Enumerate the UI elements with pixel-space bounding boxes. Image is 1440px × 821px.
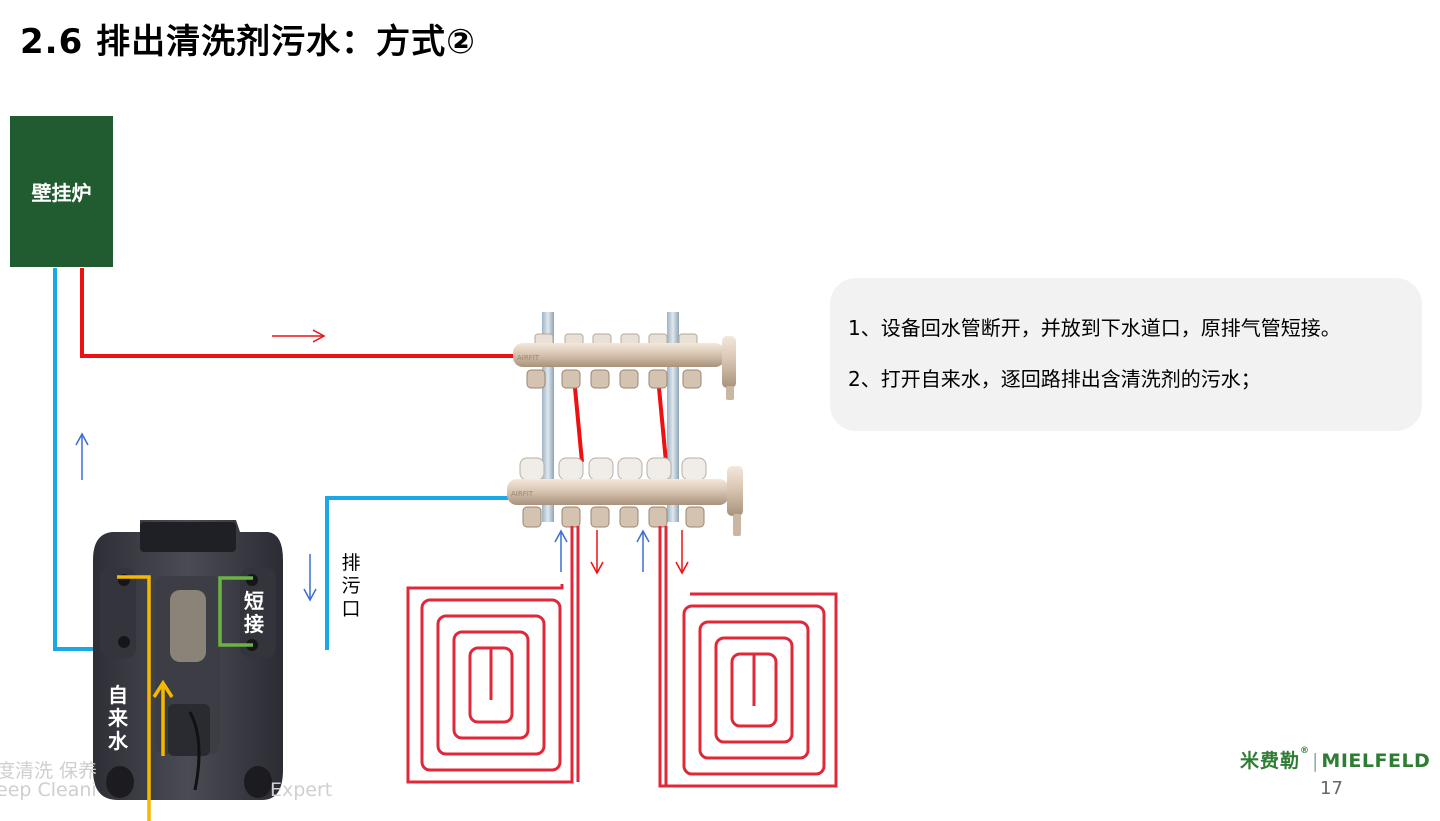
return-up-arrow (75, 432, 89, 480)
supply-pipe (80, 268, 515, 358)
drain-down-arrow (303, 554, 317, 602)
watermark-line-3: Expert (270, 779, 333, 801)
loop-flow-arrows (554, 529, 689, 575)
watermark-line-2: eep Cleani (0, 779, 97, 801)
boiler-label: 壁挂炉 (31, 181, 92, 205)
drain-pipe (325, 496, 508, 650)
watermark-line-1: 度清洗 保养 (0, 760, 98, 782)
page-title: 2.6 排出清洗剂污水：方式② (20, 22, 476, 62)
loop1-supply-riser (573, 387, 584, 463)
brand-logo: 米费勒®|MIELFELD (1240, 746, 1431, 772)
floor-heating-loop-1 (406, 526, 580, 784)
manifold-brand-bottom: AIRFIT (511, 490, 534, 498)
wall-boiler: 壁挂炉 (10, 116, 113, 267)
tap-water-label: 自 来 水 (108, 683, 128, 753)
supply-flow-arrow (272, 329, 326, 343)
tap-water-pipe (117, 575, 151, 821)
short-connection-pipe (218, 576, 253, 647)
loop2-supply-riser (657, 387, 668, 463)
instruction-1: 1、设备回水管断开，并放到下水道口，原排气管短接。 (848, 316, 1341, 340)
drain-outlet-label: 排 污 口 (341, 552, 361, 620)
instructions-box: 1、设备回水管断开，并放到下水道口，原排气管短接。 2、打开自来水，逐回路排出含… (830, 278, 1422, 431)
instruction-2: 2、打开自来水，逐回路排出含清洗剂的污水； (848, 367, 1261, 391)
manifold-brand-top: AIRFIT (517, 354, 540, 362)
tap-water-up-arrow (152, 679, 174, 756)
short-connection-label: 短 接 (244, 589, 264, 636)
cleaning-machine (93, 520, 283, 800)
supply-manifold: AIRFIT (513, 333, 736, 400)
floor-heating-loop-2 (658, 526, 838, 788)
page-number: 17 (1320, 778, 1343, 799)
return-manifold: AIRFIT (507, 457, 743, 536)
